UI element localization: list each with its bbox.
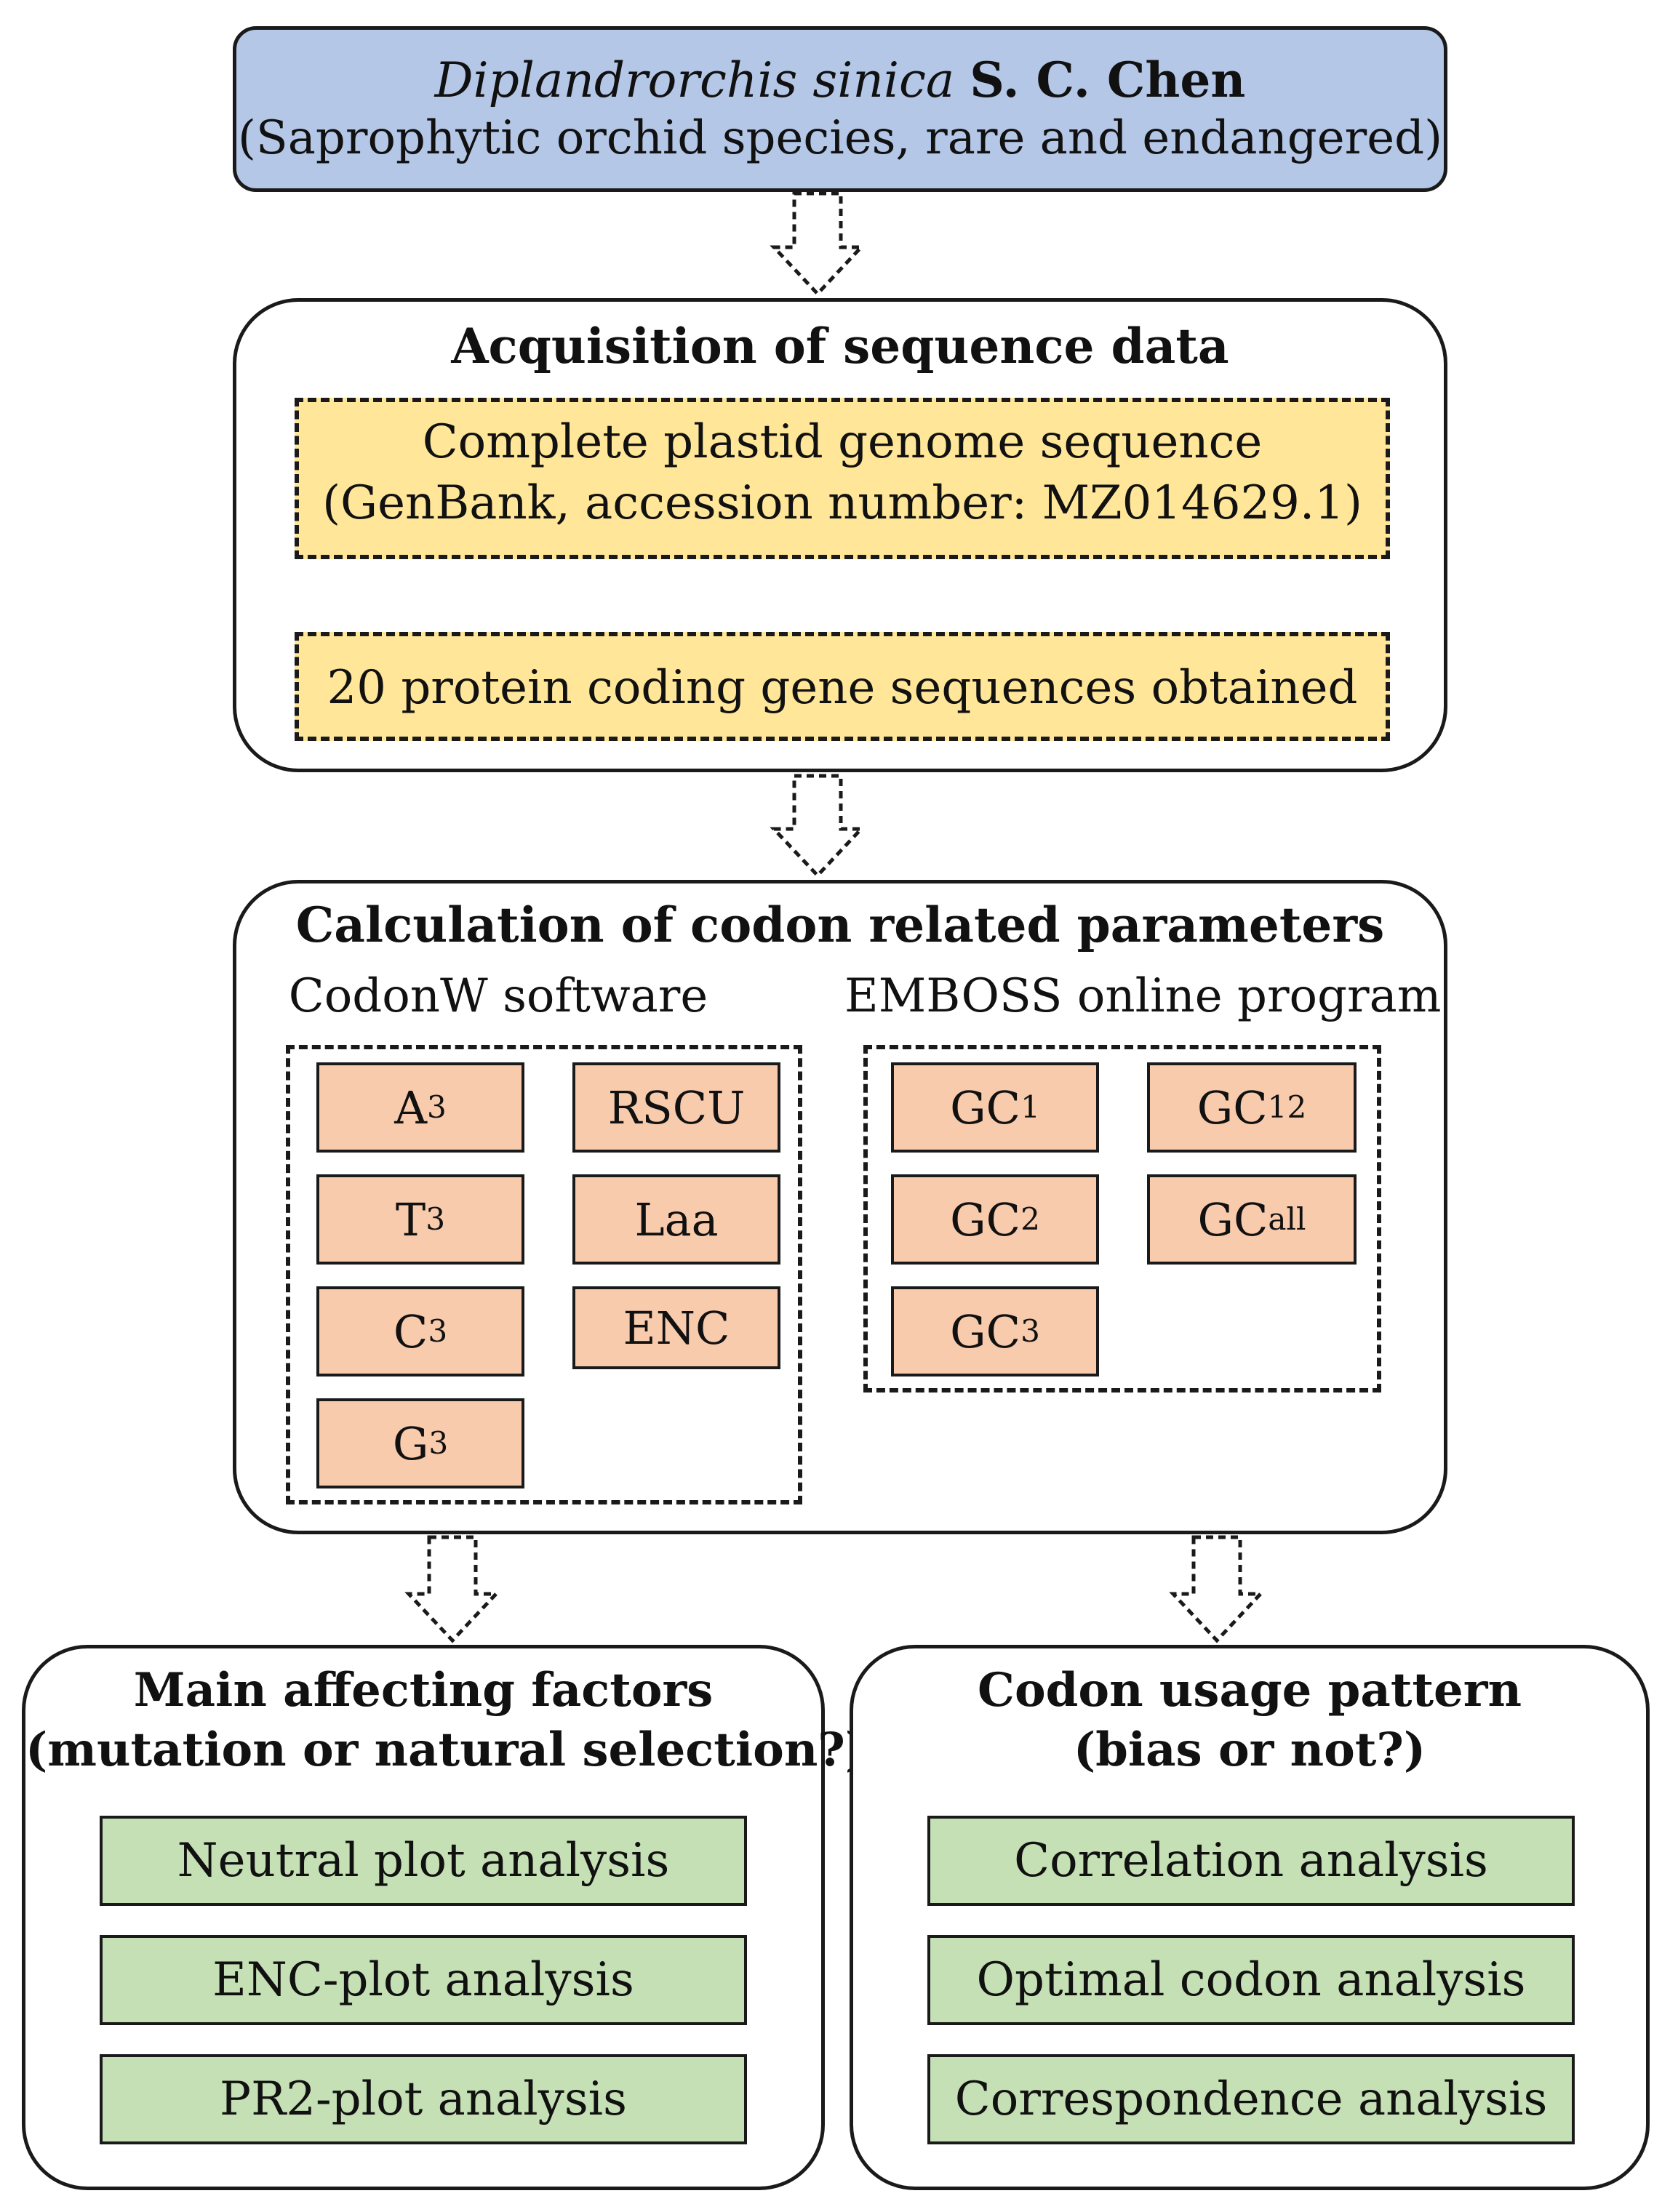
calculation-title: Calculation of codon related parameters — [295, 897, 1385, 953]
pattern-title-line-1: Codon usage pattern — [978, 1663, 1522, 1718]
arrow-down-right — [1169, 1535, 1265, 1643]
emboss-label: EMBOSS online program — [844, 969, 1442, 1023]
acquisition-title: Acquisition of sequence data — [451, 318, 1229, 374]
factors-title-line-2: (mutation or natural selection?) — [25, 1723, 868, 1777]
genome-sequence-box: Complete plastid genome sequence (GenBan… — [295, 398, 1390, 559]
param-enc: ENC — [572, 1286, 780, 1369]
arrow-down-1 — [770, 191, 866, 297]
arrow-down-left — [404, 1535, 500, 1643]
species-box: Diplandrorchis sinica S. C. Chen (Saprop… — [233, 26, 1447, 192]
pattern-item-correlation: Correlation analysis — [927, 1816, 1575, 1906]
acquisition-section: Acquisition of sequence data Complete pl… — [233, 298, 1447, 772]
genome-line-2: (GenBank, accession number: MZ014629.1) — [322, 476, 1362, 530]
param-rscu: RSCU — [572, 1062, 780, 1153]
factors-section: Main affecting factors (mutation or natu… — [22, 1645, 868, 2190]
emboss-group — [863, 1045, 1381, 1392]
factors-title-line-1: Main affecting factors — [133, 1663, 714, 1718]
pattern-title-line-2: (bias or not?) — [1073, 1723, 1426, 1777]
pattern-item-optimal-codon: Optimal codon analysis — [927, 1935, 1575, 2025]
pattern-section: Codon usage pattern (bias or not?) Corre… — [850, 1645, 1650, 2190]
species-title: Diplandrorchis sinica S. C. Chen — [236, 52, 1444, 108]
species-name: Diplandrorchis sinica — [434, 52, 955, 108]
arrow-down-3 — [770, 774, 866, 878]
genome-line-1: Complete plastid genome sequence — [422, 415, 1263, 469]
codonw-label: CodonW software — [288, 969, 708, 1023]
pattern-item-correspondence: Correspondence analysis — [927, 2054, 1575, 2144]
species-author: S. C. Chen — [970, 52, 1246, 108]
gene-sequences-box: 20 protein coding gene sequences obtaine… — [295, 632, 1390, 741]
param-laa: Laa — [572, 1174, 780, 1265]
species-description: (Saprophytic orchid species, rare and en… — [237, 111, 1443, 165]
factor-item-neutral-plot: Neutral plot analysis — [100, 1816, 747, 1906]
factor-item-pr2-plot: PR2-plot analysis — [100, 2054, 747, 2144]
codonw-group — [286, 1045, 802, 1504]
gene-sequences-text: 20 protein coding gene sequences obtaine… — [327, 661, 1358, 715]
calculation-section: Calculation of codon related parameters … — [233, 880, 1447, 1534]
factor-item-enc-plot: ENC-plot analysis — [100, 1935, 747, 2025]
